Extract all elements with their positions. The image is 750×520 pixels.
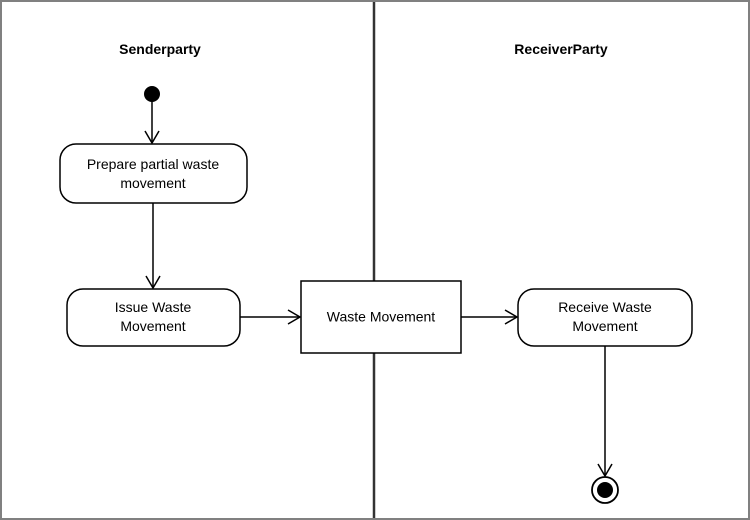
object-node-waste-movement[interactable] <box>300 280 462 354</box>
arrowhead-icon <box>597 463 613 478</box>
edge-initial-to-prepare <box>144 100 160 145</box>
edge-object-to-receive <box>461 309 519 325</box>
arrowhead-icon <box>145 275 161 290</box>
edge-receive-to-final <box>597 346 613 478</box>
edge-prepare-to-issue <box>145 203 161 290</box>
initial-node[interactable] <box>144 86 160 102</box>
activity-node-prepare-partial-waste-movement[interactable] <box>59 143 248 204</box>
arrowhead-icon <box>504 309 519 325</box>
final-node[interactable] <box>591 476 619 504</box>
swimlane-title-sender: Senderparty <box>119 41 201 57</box>
arrowhead-icon <box>287 309 302 325</box>
swimlane-title-receiver: ReceiverParty <box>514 41 608 57</box>
arrowhead-icon <box>144 130 160 145</box>
activity-node-issue-waste-movement[interactable] <box>66 288 241 347</box>
edge-issue-to-object <box>240 309 302 325</box>
activity-node-receive-waste-movement[interactable] <box>517 288 693 347</box>
